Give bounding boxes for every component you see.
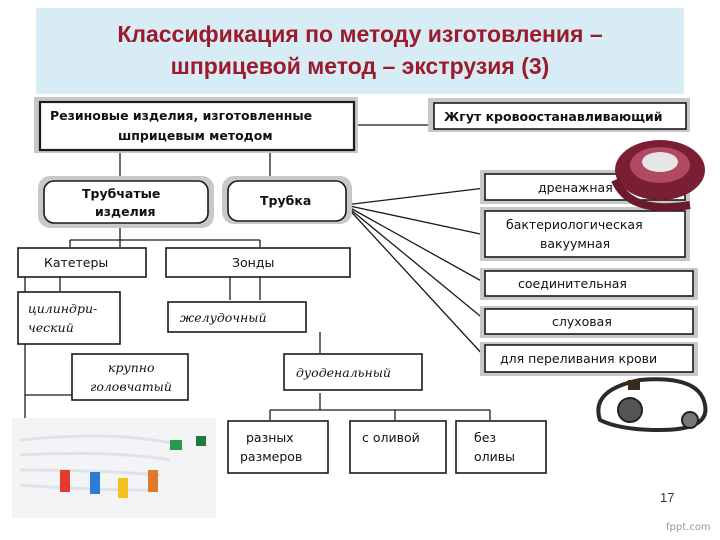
node-cylindrical: цилиндри- ческий [17,291,121,345]
node-gastric-label: желудочный [180,310,267,325]
node-no-olive-line1: без [474,430,496,445]
node-probes: Зонды [165,247,351,278]
node-bighead-line2: головчатый [90,379,172,394]
node-gastric: желудочный [167,301,307,333]
node-root: Резиновые изделия, изготовленные шприцев… [34,97,358,153]
node-tubular-line1: Трубчатые [82,186,160,201]
watermark: fppt.com [666,522,711,533]
node-drainage-label: дренажная [538,180,613,195]
node-hearing-label: слуховая [552,314,612,329]
node-catheters: Катетеры [17,247,147,278]
node-transfusion-label: для переливания крови [500,351,657,366]
node-bacterio: бактериологическая вакуумная [480,207,690,261]
node-tube: Трубка [222,176,352,224]
node-sizes: разных размеров [227,420,329,474]
title-band: Классификация по методу изготовления – ш… [36,8,684,94]
node-no-olive: без оливы [455,420,547,474]
node-olive-label: с оливой [362,430,420,445]
node-duodenal-label: дуоденальный [296,365,391,380]
node-cylindrical-line1: цилиндри- [28,301,97,316]
node-hearing: слуховая [480,306,698,338]
node-root-line2: шприцевым методом [118,128,273,143]
node-sizes-line2: размеров [240,449,302,464]
node-bighead-line1: крупно [108,360,155,375]
catheters-photo [12,418,216,518]
connector-lines [18,124,491,420]
node-root-line1: Резиновые изделия, изготовленные [50,108,312,123]
node-sizes-line1: разных [246,430,294,445]
node-bacterio-line1: бактериологическая [506,217,643,232]
slide-title-line-1: Классификация по методу изготовления – [117,21,603,47]
node-tube-label: Трубка [260,193,311,208]
tourniquet-photo [611,140,705,212]
slide-title-line-2: шприцевой метод – экструзия (3) [170,53,550,79]
stethoscope-photo [596,377,708,433]
node-tourniquet-label: Жгут кровоостанавливающий [444,109,663,124]
node-probes-label: Зонды [232,255,274,270]
node-tourniquet: Жгут кровоостанавливающий [428,98,690,132]
node-connecting: соединительная [480,268,698,300]
node-bacterio-line2: вакуумная [540,236,610,251]
node-cylindrical-line2: ческий [28,320,74,335]
node-no-olive-line2: оливы [474,449,515,464]
node-duodenal: дуоденальный [283,353,423,391]
page-number: 17 [660,490,675,505]
node-transfusion: для переливания крови [480,342,698,376]
node-catheters-label: Катетеры [44,255,108,270]
node-connecting-label: соединительная [518,276,627,291]
node-tubular: Трубчатые изделия [38,176,214,228]
node-tubular-line2: изделия [95,204,156,219]
node-olive: с оливой [349,420,447,474]
node-bighead: крупно головчатый [71,353,189,401]
